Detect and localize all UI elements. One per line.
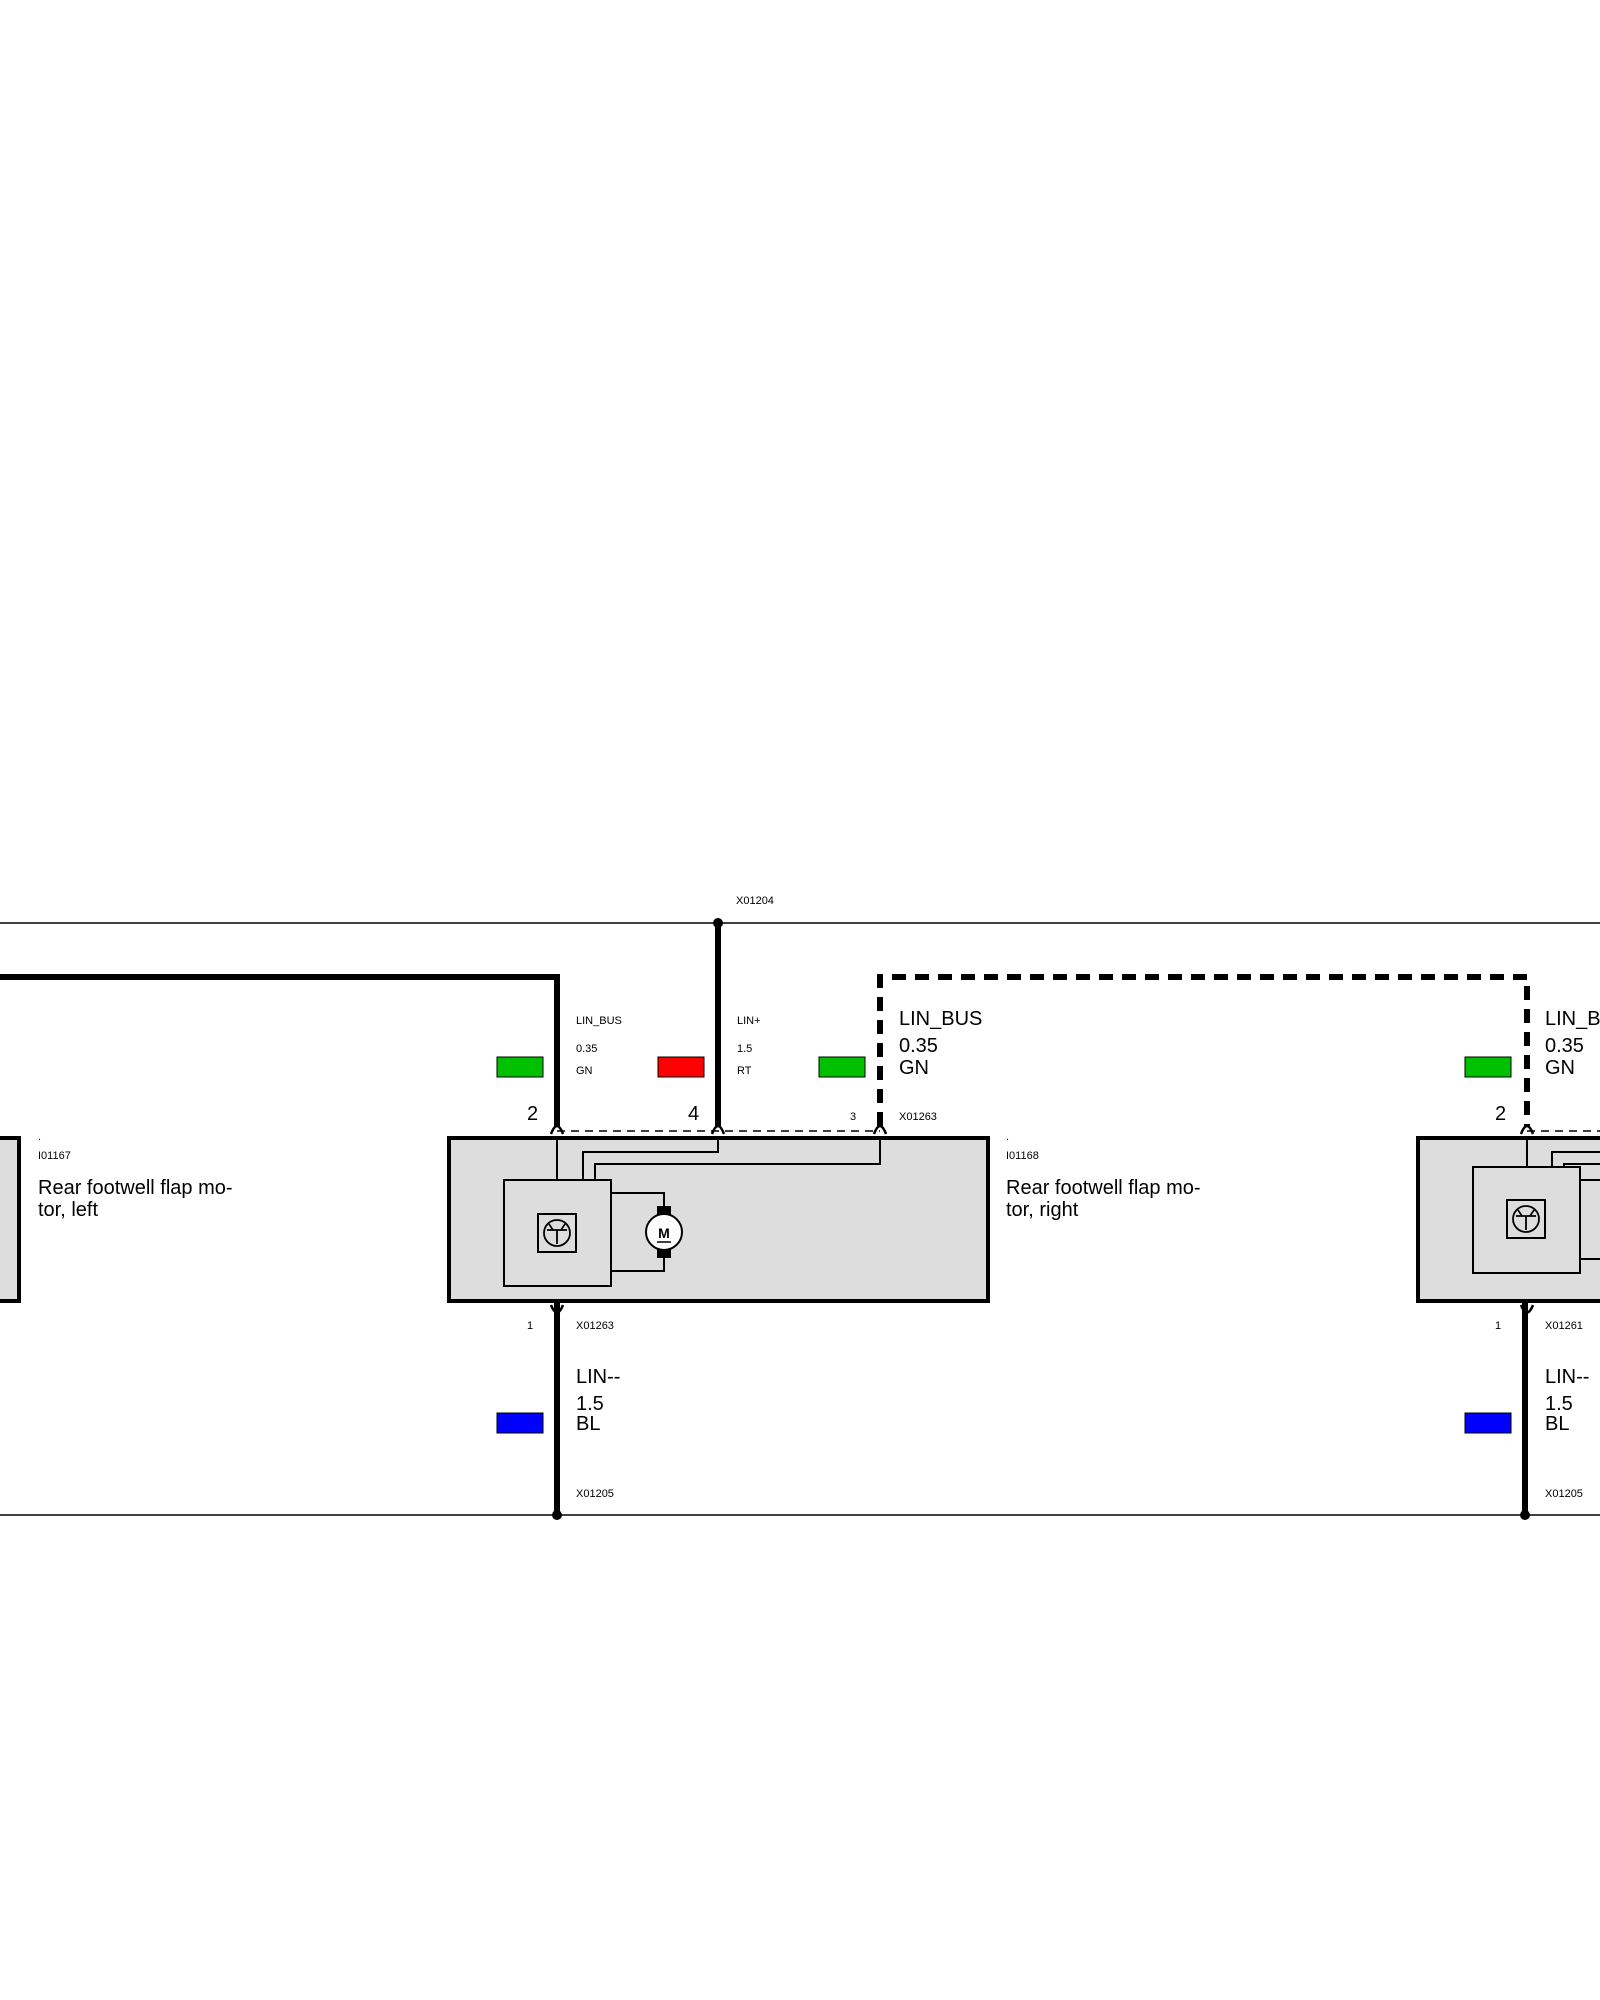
- top-rail-connector-label: X01204: [736, 895, 774, 907]
- wire-signal-label: LIN--: [1545, 1366, 1589, 1388]
- wire-color-label: BL: [1545, 1413, 1569, 1435]
- lin-bus-wire-dashed: [877, 974, 1530, 1126]
- pin-number: 3: [850, 1111, 856, 1123]
- connector-label: X01261: [1545, 1320, 1583, 1332]
- wire-size-label: 1.5: [737, 1043, 752, 1055]
- pin-number: 4: [688, 1103, 699, 1125]
- transistor-icon: [543, 1219, 571, 1247]
- left-component-name-line2: tor, left: [38, 1199, 98, 1221]
- transistor-icon: [1517, 1209, 1523, 1217]
- connector-fork-icon: [1519, 1124, 1535, 1135]
- transistor-icon: [1512, 1205, 1540, 1233]
- internal-wire: [582, 1138, 719, 1180]
- wire-color-swatch-bl: [496, 1412, 544, 1434]
- wire-color-swatch-rt: [657, 1056, 705, 1078]
- wire-color-swatch-gn: [818, 1056, 866, 1078]
- bottom-rail-connector-label-right: X01205: [1545, 1488, 1583, 1500]
- pin-number: 1: [1495, 1320, 1501, 1332]
- pin-number: 2: [527, 1103, 538, 1125]
- left-component-box: [0, 1136, 21, 1303]
- connector-label: X01263: [576, 1320, 614, 1332]
- wire-color-label: RT: [737, 1065, 752, 1077]
- motor-icon: [645, 1213, 683, 1251]
- wire-signal-label: LIN_BUS: [899, 1008, 982, 1030]
- wire-color-label: GN: [1545, 1057, 1575, 1079]
- wire-color-swatch-bl: [1464, 1412, 1512, 1434]
- pin-number: 1: [527, 1320, 533, 1332]
- internal-wire: [611, 1192, 665, 1206]
- left-component-name-line1: Rear footwell flap mo-: [38, 1177, 233, 1199]
- lin-bus-wire-solid: [0, 974, 560, 1126]
- connector-fork-icon: [549, 1124, 565, 1135]
- right-component-id: I01168: [1006, 1150, 1039, 1162]
- connector-label: X01263: [899, 1111, 937, 1123]
- wire-color-label: BL: [576, 1413, 600, 1435]
- connector-fork-icon: [872, 1124, 888, 1135]
- wire-signal-label: LIN+: [737, 1015, 761, 1027]
- wire-color-label: GN: [576, 1065, 593, 1077]
- left-component-id: I01167: [38, 1150, 71, 1162]
- internal-wire: [594, 1138, 881, 1180]
- wire-color-label: GN: [899, 1057, 929, 1079]
- wire-size-label: 1.5: [576, 1393, 604, 1415]
- motor-icon-label: M: [658, 1225, 670, 1241]
- wire-size-label: 0.35: [576, 1043, 597, 1055]
- motor-icon: [657, 1206, 671, 1215]
- wire-color-swatch-gn: [496, 1056, 544, 1078]
- bottom-rail-connector-label-left: X01205: [576, 1488, 614, 1500]
- internal-wire: [611, 1258, 665, 1272]
- wire-size-label: 0.35: [1545, 1035, 1584, 1057]
- transistor-icon: [1529, 1209, 1535, 1217]
- transistor-icon: [548, 1223, 554, 1231]
- wire-signal-label: LIN_BUS: [576, 1015, 622, 1027]
- wire-size-label: 0.35: [899, 1035, 938, 1057]
- motor-icon: [657, 1249, 671, 1258]
- right-component-name-line2: tor, right: [1006, 1199, 1079, 1221]
- wire-size-label: 1.5: [1545, 1393, 1573, 1415]
- transistor-icon: [560, 1223, 566, 1231]
- wire-signal-label: LIN--: [576, 1366, 620, 1388]
- left-component-id-dot: .: [38, 1131, 41, 1143]
- right-component-name-line1: Rear footwell flap mo-: [1006, 1177, 1201, 1199]
- connector-fork-icon: [710, 1124, 726, 1135]
- right-component-id-dot: .: [1006, 1131, 1009, 1143]
- wire-color-swatch-gn: [1464, 1056, 1512, 1078]
- internal-wire: [1551, 1151, 1600, 1167]
- wire-signal-label: LIN_B: [1545, 1008, 1600, 1030]
- pin-number: 2: [1495, 1103, 1506, 1125]
